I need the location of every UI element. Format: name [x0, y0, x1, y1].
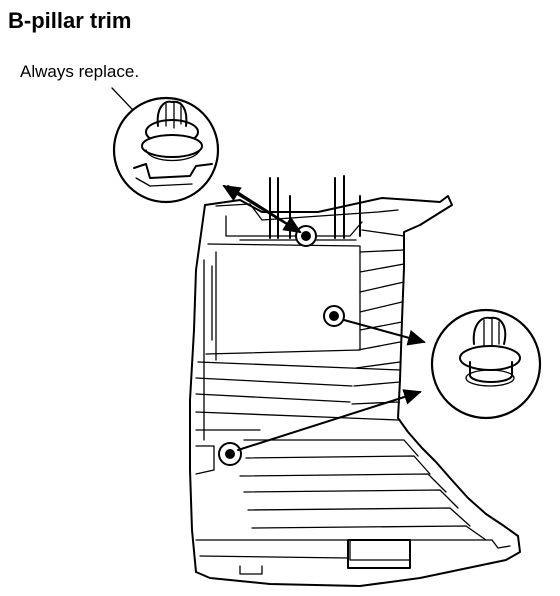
panel-clip-hole-lower	[218, 442, 242, 466]
clip-detail-circle-right	[430, 308, 542, 420]
arrow-middle	[343, 319, 426, 346]
panel-clip-hole-upper	[295, 225, 317, 247]
diagram-title: B-pillar trim	[8, 8, 132, 33]
replace-callout: Always replace.	[20, 62, 140, 81]
clip-detail-circle-upper	[112, 96, 220, 204]
arrow-upper-back	[222, 184, 301, 233]
panel-clip-hole-middle	[323, 305, 345, 327]
arrow-lower	[237, 389, 422, 451]
